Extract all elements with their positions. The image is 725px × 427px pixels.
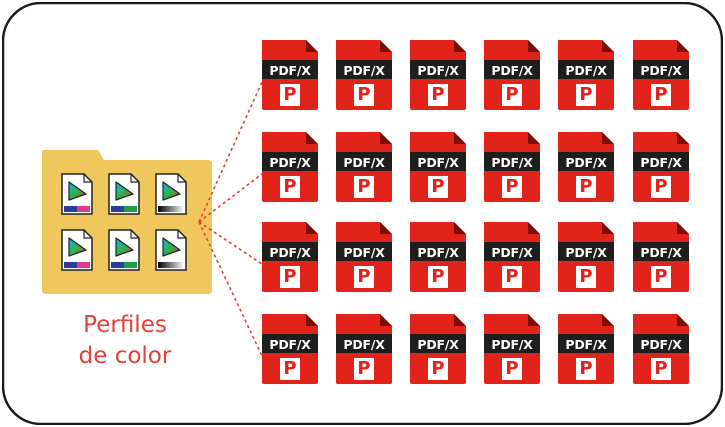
pdf-x-label: PDF/X [565, 155, 607, 170]
pdf-p-glyph: P [357, 358, 371, 379]
color-profile-icon [107, 228, 141, 272]
pdf-x-label: PDF/X [343, 337, 385, 352]
pdf-x-label: PDF/X [343, 155, 385, 170]
pdf-x-file-icon: PDF/X P [334, 314, 394, 384]
pdf-x-label: PDF/X [565, 337, 607, 352]
pdf-p-glyph: P [579, 84, 593, 105]
pdf-x-label: PDF/X [491, 63, 533, 78]
pdf-x-file-icon: PDF/X P [260, 314, 320, 384]
pdf-x-file-icon: PDF/X P [631, 40, 691, 110]
pdf-x-file-icon: PDF/X P [334, 132, 394, 202]
pdf-p-glyph: P [505, 176, 519, 197]
pdf-x-label: PDF/X [269, 155, 311, 170]
folder-icon [42, 150, 212, 294]
pdf-x-label: PDF/X [565, 245, 607, 260]
pdf-x-label: PDF/X [491, 337, 533, 352]
pdf-p-glyph: P [283, 358, 297, 379]
pdf-p-glyph: P [579, 176, 593, 197]
pdf-x-file-icon: PDF/X P [631, 222, 691, 292]
pdf-x-label: PDF/X [269, 63, 311, 78]
pdf-x-file-icon: PDF/X P [260, 222, 320, 292]
pdf-p-glyph: P [505, 358, 519, 379]
pdf-x-label: PDF/X [343, 63, 385, 78]
color-profile-icon [60, 172, 94, 216]
color-profile-icon [107, 172, 141, 216]
folder-label-line1: Perfiles [83, 312, 167, 338]
pdf-x-file-icon: PDF/X P [631, 314, 691, 384]
pdf-x-label: PDF/X [491, 155, 533, 170]
pdf-x-label: PDF/X [417, 155, 459, 170]
pdf-p-glyph: P [283, 176, 297, 197]
pdf-p-glyph: P [579, 358, 593, 379]
pdf-x-file-icon: PDF/X P [482, 40, 542, 110]
pdf-p-glyph: P [431, 266, 445, 287]
pdf-x-file-icon: PDF/X P [482, 222, 542, 292]
pdf-p-glyph: P [357, 266, 371, 287]
pdf-x-file-icon: PDF/X P [556, 222, 616, 292]
pdf-x-label: PDF/X [269, 337, 311, 352]
pdf-p-glyph: P [283, 266, 297, 287]
pdf-x-file-icon: PDF/X P [482, 314, 542, 384]
pdf-p-glyph: P [357, 176, 371, 197]
pdf-p-glyph: P [431, 358, 445, 379]
folder-label: Perfiles de color [40, 310, 210, 372]
pdf-p-glyph: P [431, 84, 445, 105]
pdf-x-label: PDF/X [417, 245, 459, 260]
pdf-p-glyph: P [654, 84, 668, 105]
pdf-x-file-icon: PDF/X P [556, 314, 616, 384]
color-profile-icon [154, 228, 188, 272]
pdf-p-glyph: P [654, 358, 668, 379]
pdf-x-label: PDF/X [491, 245, 533, 260]
pdf-x-file-icon: PDF/X P [408, 314, 468, 384]
pdf-x-file-icon: PDF/X P [408, 40, 468, 110]
pdf-p-glyph: P [283, 84, 297, 105]
pdf-p-glyph: P [431, 176, 445, 197]
pdf-x-label: PDF/X [640, 155, 682, 170]
pdf-p-glyph: P [654, 266, 668, 287]
pdf-p-glyph: P [654, 176, 668, 197]
pdf-p-glyph: P [505, 266, 519, 287]
pdf-p-glyph: P [579, 266, 593, 287]
pdf-x-file-icon: PDF/X P [260, 132, 320, 202]
color-profile-icon [60, 228, 94, 272]
folder-label-line2: de color [78, 343, 172, 369]
pdf-x-file-icon: PDF/X P [556, 40, 616, 110]
pdf-x-label: PDF/X [343, 245, 385, 260]
pdf-x-file-icon: PDF/X P [408, 222, 468, 292]
pdf-x-label: PDF/X [269, 245, 311, 260]
pdf-x-label: PDF/X [417, 337, 459, 352]
pdf-x-file-icon: PDF/X P [334, 40, 394, 110]
pdf-x-file-icon: PDF/X P [482, 132, 542, 202]
pdf-x-file-icon: PDF/X P [260, 40, 320, 110]
pdf-p-glyph: P [505, 84, 519, 105]
pdf-x-label: PDF/X [640, 337, 682, 352]
pdf-x-label: PDF/X [640, 63, 682, 78]
pdf-x-file-icon: PDF/X P [408, 132, 468, 202]
pdf-x-label: PDF/X [417, 63, 459, 78]
pdf-x-file-icon: PDF/X P [631, 132, 691, 202]
color-profile-icon [154, 172, 188, 216]
pdf-x-file-icon: PDF/X P [334, 222, 394, 292]
pdf-x-label: PDF/X [640, 245, 682, 260]
pdf-x-label: PDF/X [565, 63, 607, 78]
pdf-p-glyph: P [357, 84, 371, 105]
pdf-x-file-icon: PDF/X P [556, 132, 616, 202]
